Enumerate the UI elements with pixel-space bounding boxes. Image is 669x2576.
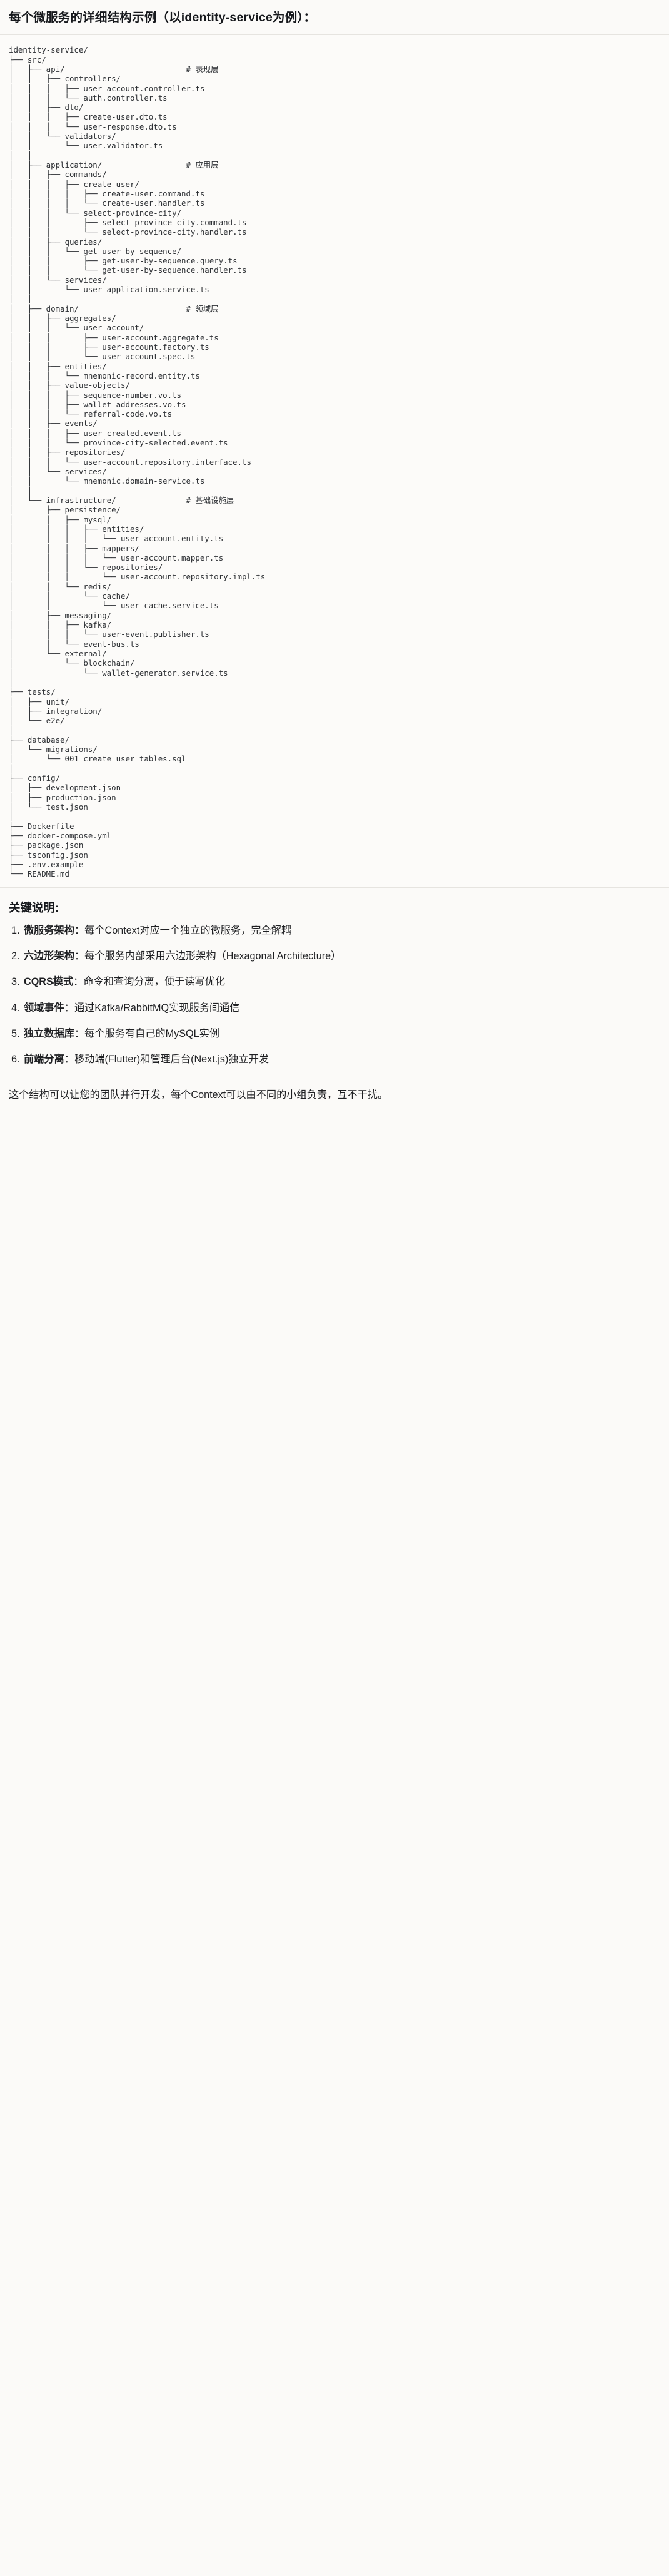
key-point-separator: ： xyxy=(74,950,85,962)
directory-tree-code-block: identity-service/ ├── src/ │ ├── api/ # … xyxy=(0,35,669,888)
key-point-item: 领域事件：通过Kafka/RabbitMQ实现服务间通信 xyxy=(23,1000,660,1016)
key-points-section: 关键说明: 微服务架构：每个Context对应一个独立的微服务，完全解耦 六边形… xyxy=(0,888,669,1073)
key-points-heading: 关键说明: xyxy=(9,901,59,915)
key-points-list: 微服务架构：每个Context对应一个独立的微服务，完全解耦 六边形架构：每个服… xyxy=(9,923,660,1067)
directory-tree: identity-service/ ├── src/ │ ├── api/ # … xyxy=(9,45,266,879)
key-point-term: 前端分离 xyxy=(24,1053,64,1065)
key-point-description: 移动端(Flutter)和管理后台(Next.js)独立开发 xyxy=(74,1053,269,1065)
closing-paragraph: 这个结构可以让您的团队并行开发，每个Context可以由不同的小组负责，互不干扰… xyxy=(9,1089,388,1101)
key-point-separator: ： xyxy=(74,1027,85,1039)
key-point-description: 每个服务有自己的MySQL实例 xyxy=(84,1027,219,1039)
code-divider xyxy=(0,887,669,888)
key-point-item: 独立数据库：每个服务有自己的MySQL实例 xyxy=(23,1026,660,1042)
key-point-separator: ： xyxy=(74,925,85,937)
title-divider xyxy=(0,34,669,36)
key-point-description: 每个服务内部采用六边形架构（Hexagonal Architecture） xyxy=(84,950,341,962)
page-title: 每个微服务的详细结构示例（以identity-service为例）： xyxy=(9,11,316,24)
key-point-description: 通过Kafka/RabbitMQ实现服务间通信 xyxy=(74,1002,240,1014)
key-point-term: 领域事件 xyxy=(24,1002,64,1014)
key-point-separator: ： xyxy=(64,1002,74,1014)
key-point-term: 六边形架构 xyxy=(24,950,74,962)
key-point-term: 微服务架构 xyxy=(24,925,74,937)
key-point-separator: ： xyxy=(73,976,84,988)
key-point-separator: ： xyxy=(64,1053,74,1065)
key-point-term: CQRS模式 xyxy=(24,976,74,988)
key-point-term: 独立数据库 xyxy=(24,1027,74,1039)
key-point-item: 六边形架构：每个服务内部采用六边形架构（Hexagonal Architectu… xyxy=(23,949,660,964)
key-point-description: 命令和查询分离，便于读写优化 xyxy=(83,976,225,988)
key-point-item: 微服务架构：每个Context对应一个独立的微服务，完全解耦 xyxy=(23,923,660,939)
document-page: 每个微服务的详细结构示例（以identity-service为例）： ident… xyxy=(0,0,669,1114)
key-point-item: 前端分离：移动端(Flutter)和管理后台(Next.js)独立开发 xyxy=(23,1052,660,1067)
key-point-item: CQRS模式：命令和查询分离，便于读写优化 xyxy=(23,974,660,990)
key-point-description: 每个Context对应一个独立的微服务，完全解耦 xyxy=(84,925,292,937)
